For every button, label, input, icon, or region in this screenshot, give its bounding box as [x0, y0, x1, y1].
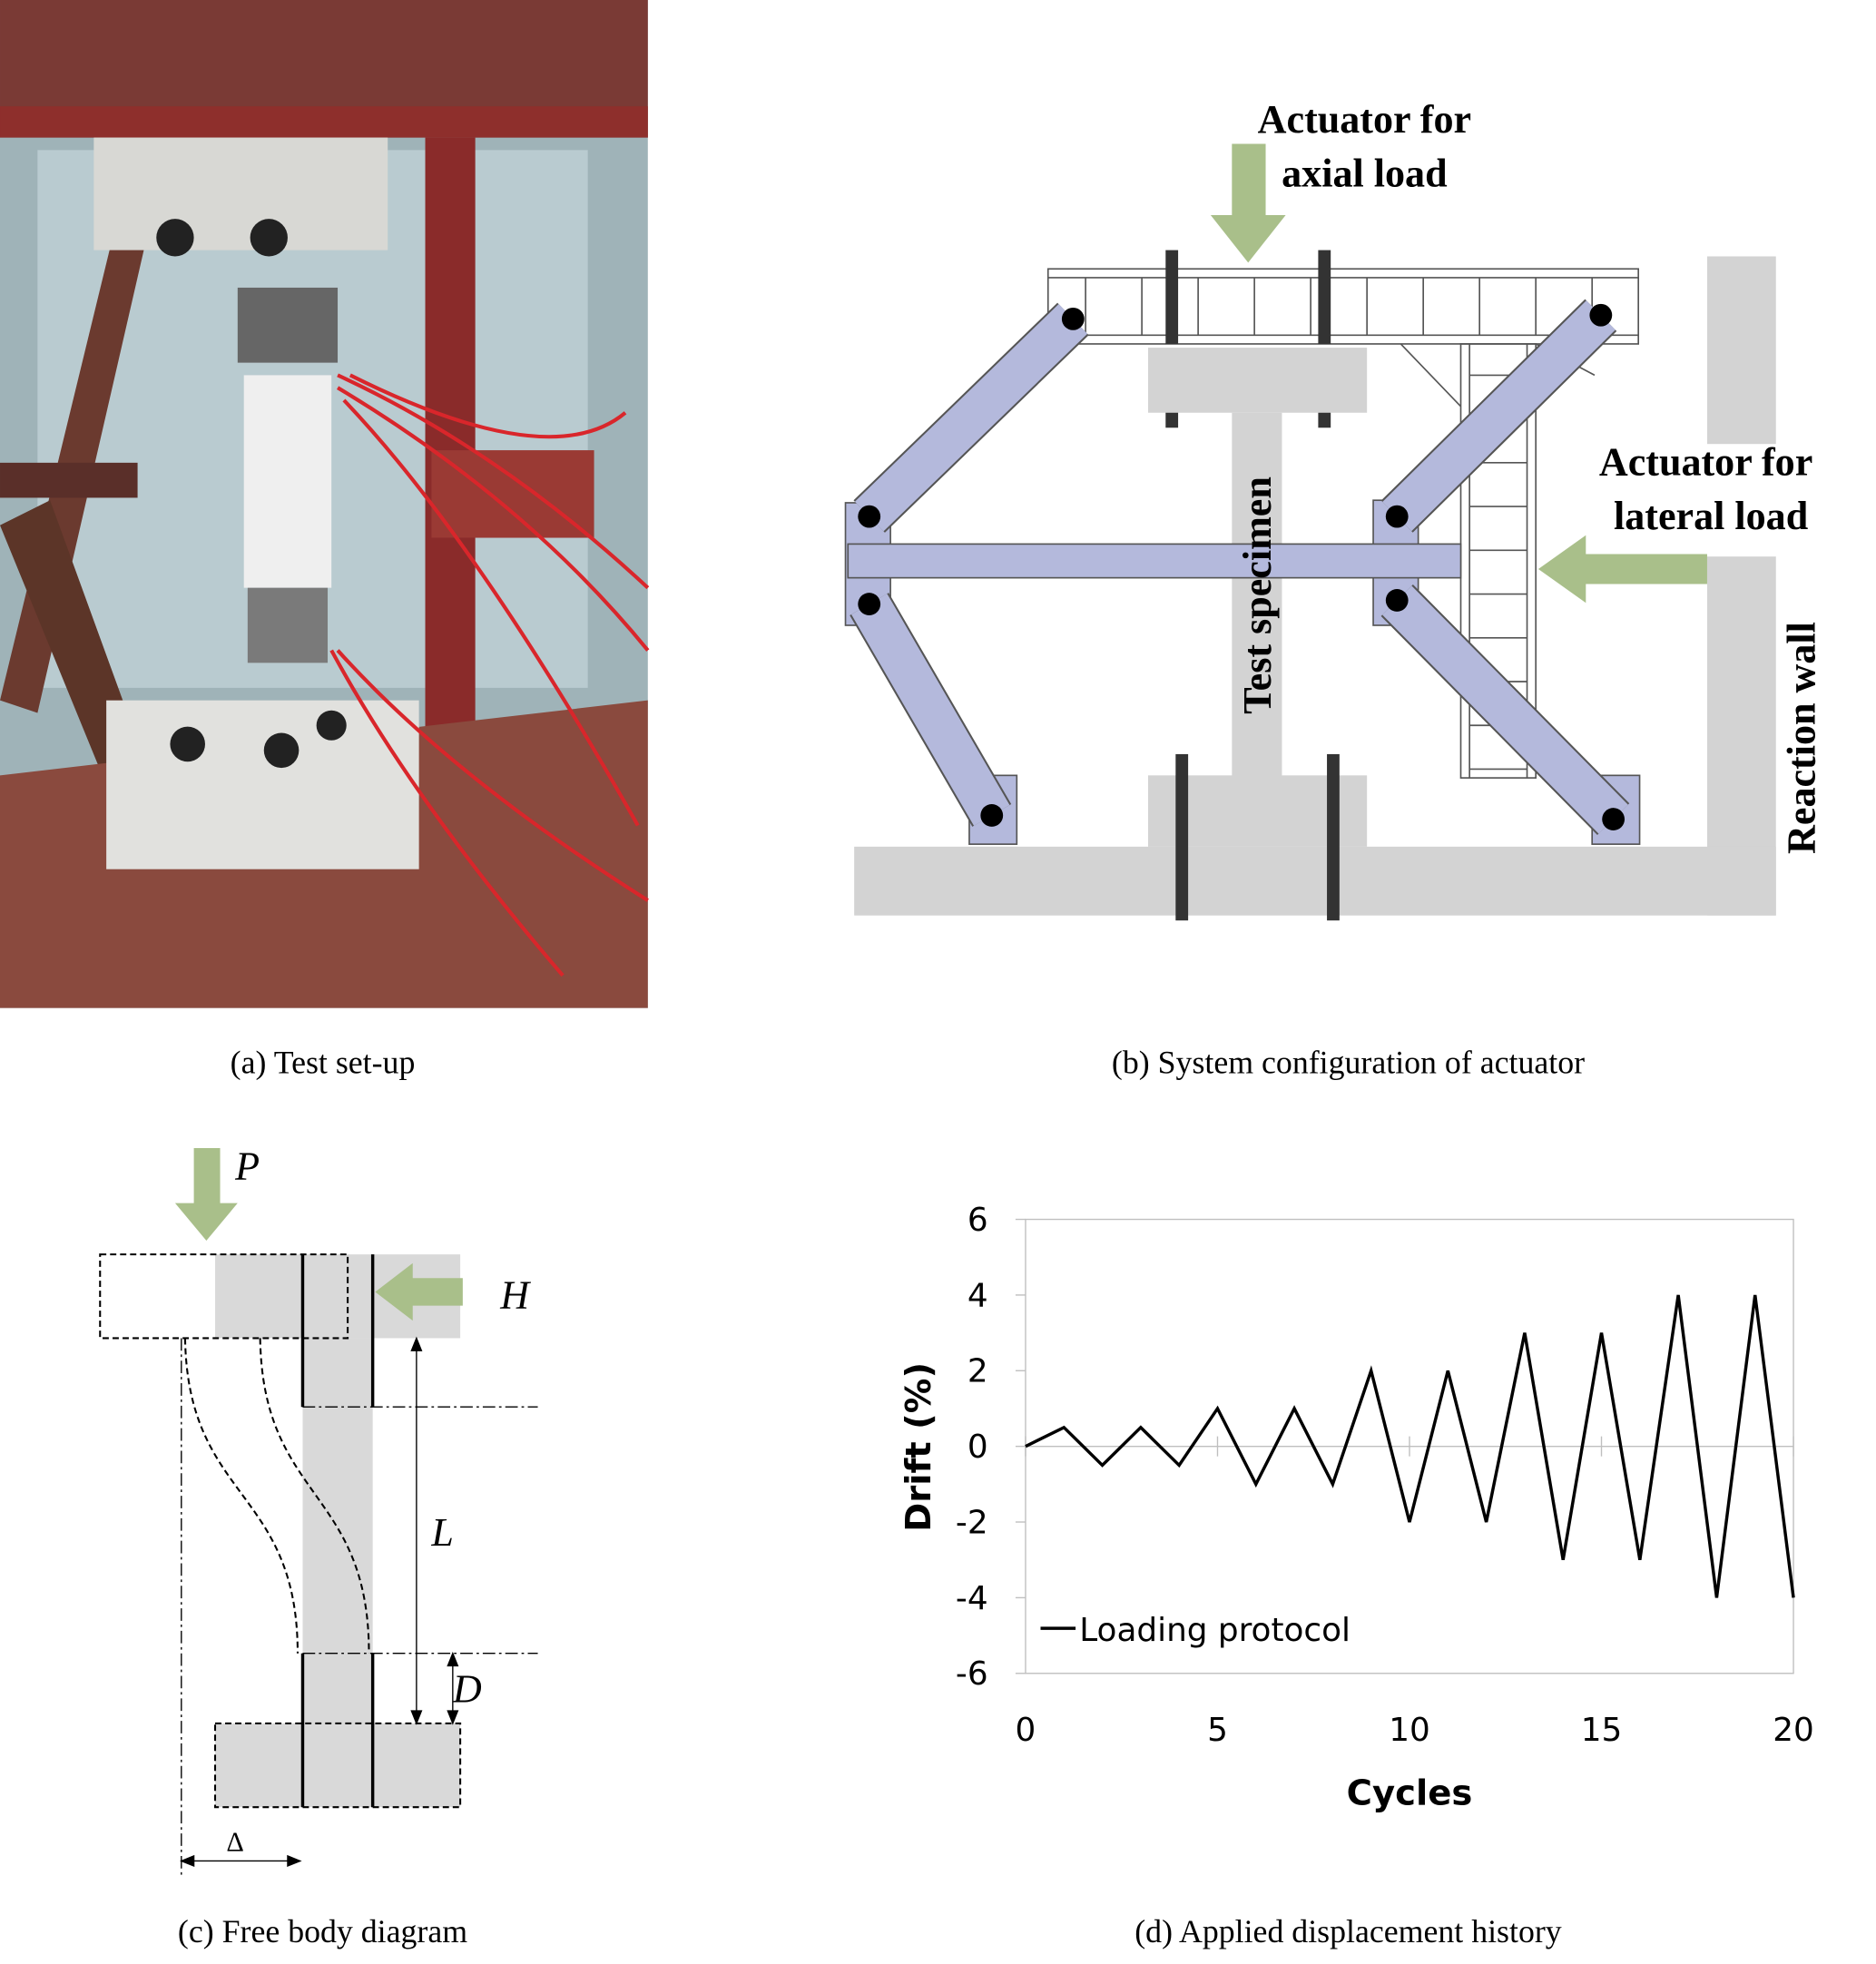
- x-tick-label: 20: [1773, 1712, 1814, 1749]
- y-tick-label: 4: [967, 1277, 988, 1314]
- displacement-label: Δ: [226, 1826, 243, 1857]
- lateral-beam: [847, 543, 1462, 579]
- x-tick-label: 15: [1581, 1712, 1623, 1749]
- svg-text:Actuator for axial load: Actuator for axial load Actuator for lat…: [1258, 97, 1823, 538]
- caption-a: (a) Test set-up: [231, 1044, 416, 1080]
- length-label: L: [430, 1510, 454, 1555]
- reaction-wall-upper: [1706, 256, 1776, 445]
- axial-load-arrow: [1210, 143, 1286, 263]
- test-setup-photo: [0, 0, 650, 1008]
- axial-actuator-label: Actuator for: [1258, 97, 1471, 142]
- top-concrete-block: [1148, 348, 1368, 413]
- caption-c: (c) Free body diagram: [178, 1913, 467, 1949]
- x-tick-label: 5: [1207, 1712, 1228, 1749]
- actuator-system-diagram: Actuator for axial load Actuator for lat…: [844, 97, 1823, 921]
- top-loading-beam: [1046, 268, 1640, 345]
- lateral-force-arrow: [375, 1262, 463, 1321]
- caption-b: (b) System configuration of actuator: [1112, 1044, 1585, 1080]
- strong-floor: [854, 846, 1776, 916]
- y-tick-label: -6: [956, 1655, 988, 1693]
- x-tick-label: 0: [1016, 1712, 1036, 1749]
- caption-d: (d) Applied displacement history: [1134, 1913, 1562, 1949]
- lateral-load-arrow: [1537, 535, 1707, 604]
- free-body-diagram: P H L D Δ: [99, 1144, 538, 1876]
- lateral-actuator-label: Actuator for: [1599, 440, 1812, 485]
- y-tick-label: 0: [967, 1429, 988, 1466]
- axial-force-arrow: [174, 1147, 238, 1241]
- pin-joints: [858, 303, 1626, 830]
- link-arms: [844, 299, 1641, 845]
- reaction-wall-label: Reaction wall: [1779, 622, 1823, 854]
- x-tick-label: 10: [1389, 1712, 1430, 1749]
- lateral-force-label: H: [499, 1272, 531, 1317]
- y-tick-label: -2: [956, 1504, 988, 1541]
- legend-label: Loading protocol: [1079, 1612, 1351, 1649]
- y-axis-label: Drift (%): [899, 1362, 939, 1532]
- test-specimen-column: [1232, 412, 1282, 779]
- x-axis-label: Cycles: [1347, 1773, 1473, 1813]
- y-tick-label: 6: [967, 1202, 988, 1239]
- anchor-bolts: [1165, 250, 1340, 921]
- y-tick-label: 2: [967, 1353, 988, 1390]
- axial-force-label: P: [234, 1144, 260, 1188]
- test-specimen-label: Test specimen: [1235, 476, 1280, 714]
- depth-label: D: [452, 1666, 482, 1711]
- y-tick-label: -4: [956, 1580, 988, 1617]
